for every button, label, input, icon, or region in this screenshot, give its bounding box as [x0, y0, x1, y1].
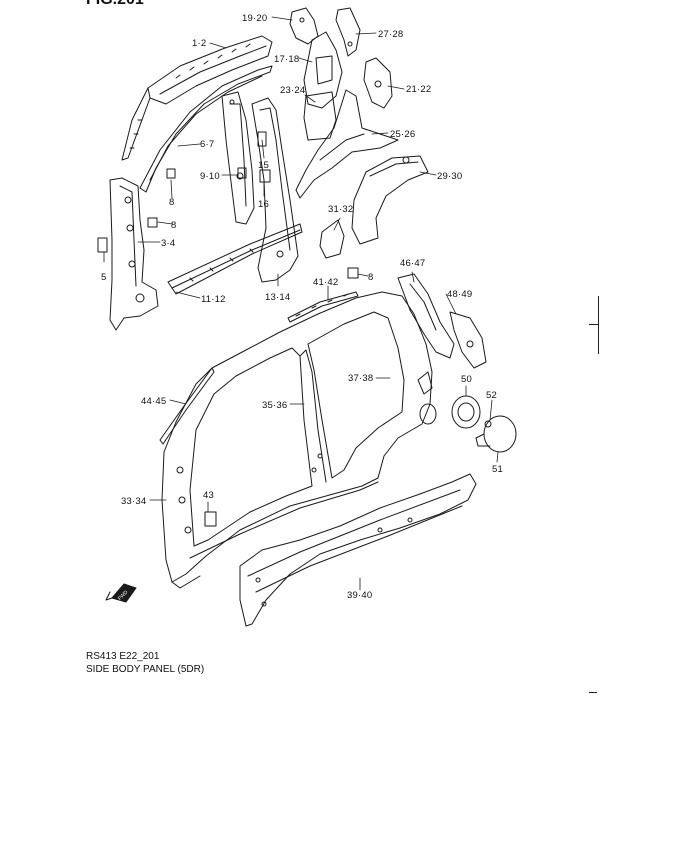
part-rear-pillar-inner: [251, 97, 299, 283]
callout-23-24: 23·24: [280, 85, 305, 96]
crop-mark-tick: [589, 324, 598, 325]
callout-5: 5: [101, 272, 106, 283]
caption-code: RS413 E22_201: [86, 651, 160, 662]
callout-51: 51: [492, 464, 503, 475]
callout-43: 43: [203, 490, 214, 501]
part-front-pillar-inner: [109, 177, 159, 331]
part-side-sill-outer: [239, 473, 477, 627]
callout-6-7: 6·7: [200, 139, 214, 150]
part-clip-8c: [347, 267, 359, 279]
callout-39-40: 39·40: [347, 590, 372, 601]
callout-8b: 8: [171, 220, 176, 231]
callout-41-42: 41·42: [313, 277, 338, 288]
part-fuel-lid: [475, 415, 517, 453]
callout-35-36: 35·36: [262, 400, 287, 411]
figure-title: FIG.201: [86, 0, 144, 9]
part-fuel-housing: [451, 395, 481, 429]
callout-1-2: 1·2: [192, 38, 206, 49]
part-molding-strip: [159, 367, 215, 445]
callout-29-30: 29·30: [437, 171, 462, 182]
callout-16: 16: [258, 199, 269, 210]
callout-11-12: 11·12: [201, 294, 226, 305]
callout-8a: 8: [169, 197, 174, 208]
part-clip-8b: [147, 217, 158, 228]
callout-33-34: 33·34: [121, 496, 146, 507]
part-side-sill-inner: [167, 223, 303, 295]
part-quarter-inner-panel: [295, 89, 399, 199]
callout-17-18: 17·18: [274, 54, 299, 65]
caption-title: SIDE BODY PANEL (5DR): [86, 664, 205, 675]
leader-lines: [103, 16, 499, 591]
callout-27-28: 27·28: [378, 29, 403, 40]
part-bracket-21-22: [363, 57, 393, 109]
part-bracket-27-28: [335, 7, 361, 57]
part-patch-43: [204, 511, 217, 527]
callout-8c: 8: [368, 272, 373, 283]
part-drip-molding: [287, 291, 359, 323]
callout-31-32: 31·32: [328, 204, 353, 215]
part-clip-8a: [166, 168, 176, 179]
callout-3-4: 3·4: [161, 238, 175, 249]
part-plate-5: [97, 237, 108, 253]
part-wheel-house: [351, 155, 429, 245]
part-side-body-outer: [161, 291, 437, 589]
callout-21-22: 21·22: [406, 84, 431, 95]
forward-arrow-icon: [105, 583, 137, 603]
part-screw-52: [484, 420, 492, 428]
part-roof-rail-outer: [139, 65, 273, 193]
callout-9-10: 9·10: [200, 171, 220, 182]
callout-19-20: 19·20: [242, 13, 267, 24]
crop-mark-vertical: [598, 296, 599, 354]
callout-48-49: 48·49: [447, 289, 472, 300]
part-roof-rail-inner: [121, 35, 273, 161]
callout-44-45: 44·45: [141, 396, 166, 407]
part-bracket-31-32: [319, 219, 345, 259]
callout-25-26: 25·26: [390, 129, 415, 140]
callout-52: 52: [486, 390, 497, 401]
callout-15: 15: [258, 160, 269, 171]
callout-37-38: 37·38: [348, 373, 373, 384]
part-quarter-inner-upper: [303, 31, 343, 109]
callout-50: 50: [461, 374, 472, 385]
part-extension-23-24: [303, 91, 337, 141]
part-bracket-48-49: [449, 311, 487, 369]
callout-46-47: 46·47: [400, 258, 425, 269]
crop-mark-bottom: [589, 692, 597, 693]
callout-13-14: 13·14: [265, 292, 290, 303]
part-center-pillar-inner: [221, 91, 255, 225]
